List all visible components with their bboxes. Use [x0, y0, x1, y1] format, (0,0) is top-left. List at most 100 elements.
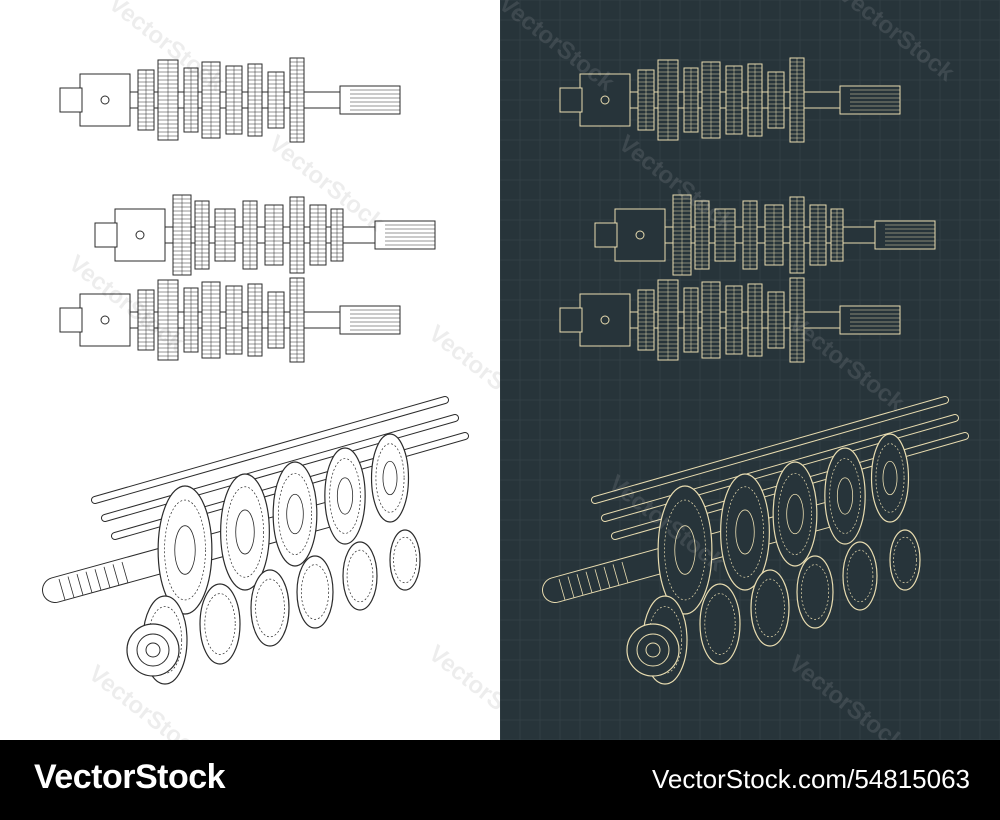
gear: [842, 541, 878, 611]
bearing: [626, 623, 680, 677]
gear: [324, 447, 366, 545]
gear: [183, 67, 199, 133]
hole: [135, 230, 145, 240]
hole: [100, 315, 110, 325]
gear: [330, 208, 344, 262]
gear: [637, 289, 655, 351]
gear: [809, 204, 827, 266]
bearing: [126, 623, 180, 677]
gear: [157, 279, 179, 361]
gear: [701, 281, 721, 359]
gear: [157, 59, 179, 141]
gear: [296, 555, 334, 629]
gear: [714, 208, 736, 262]
dark-drawing: [500, 0, 1000, 740]
spline-end: [374, 220, 436, 250]
gear: [694, 200, 710, 270]
gear: [289, 277, 305, 363]
gear: [267, 291, 285, 349]
gear: [250, 569, 290, 647]
gear: [214, 208, 236, 262]
top-view: [559, 57, 901, 143]
spline-end: [839, 85, 901, 115]
gear: [683, 287, 699, 353]
gear: [672, 194, 692, 276]
gear: [725, 65, 743, 135]
gear: [199, 583, 241, 665]
gear: [789, 57, 805, 143]
gear: [389, 529, 421, 591]
spline-end: [839, 305, 901, 335]
bearing: [614, 208, 666, 262]
gear: [870, 433, 910, 523]
gear: [747, 283, 763, 357]
gear: [725, 285, 743, 355]
gear: [289, 57, 305, 143]
spline-end: [339, 305, 401, 335]
gear: [889, 529, 921, 591]
shaft-end: [559, 307, 583, 333]
gear: [767, 291, 785, 349]
gear: [225, 285, 243, 355]
shaft-end: [594, 222, 618, 248]
gear: [789, 277, 805, 363]
side-view: [59, 194, 436, 363]
gear: [637, 69, 655, 131]
spline-end: [339, 85, 401, 115]
gear: [657, 279, 679, 361]
gear: [720, 473, 770, 591]
spline-end: [874, 220, 936, 250]
gear: [289, 196, 305, 274]
gear: [137, 289, 155, 351]
gear: [172, 194, 192, 276]
gear: [264, 204, 284, 266]
gear: [764, 204, 784, 266]
gear: [267, 71, 285, 129]
gear: [699, 583, 741, 665]
gear: [830, 208, 844, 262]
gear: [789, 196, 805, 274]
bearing: [579, 73, 631, 127]
gear: [137, 69, 155, 131]
gear: [657, 59, 679, 141]
shaft-end: [94, 222, 118, 248]
gear: [796, 555, 834, 629]
gear: [657, 485, 713, 615]
top-view: [59, 57, 401, 143]
hole: [635, 230, 645, 240]
gear: [194, 200, 210, 270]
gear: [247, 283, 263, 357]
light-drawing: [42, 57, 469, 685]
gear: [701, 61, 721, 139]
isometric-view: [42, 396, 469, 685]
gear: [242, 200, 258, 270]
gear: [750, 569, 790, 647]
gear: [342, 541, 378, 611]
light-blueprint-panel: VectorStock VectorStock VectorStock Vect…: [0, 0, 500, 740]
gear: [272, 461, 318, 567]
gear: [157, 485, 213, 615]
gear: [201, 281, 221, 359]
shaft-end: [59, 87, 83, 113]
shaft-end: [59, 307, 83, 333]
gear: [225, 65, 243, 135]
gear: [370, 433, 410, 523]
gear: [683, 67, 699, 133]
gear: [767, 71, 785, 129]
bearing: [79, 73, 131, 127]
bearing: [79, 293, 131, 347]
gear: [201, 61, 221, 139]
brand-logo: VectorStock: [34, 758, 226, 796]
gear: [220, 473, 270, 591]
bearing: [579, 293, 631, 347]
side-view: [559, 194, 936, 363]
image-id-text: VectorStock.com/54815063: [652, 764, 970, 794]
hole: [600, 95, 610, 105]
gear: [772, 461, 818, 567]
footer-bar: VectorStock VectorStock.com/54815063: [0, 740, 1000, 820]
gear: [824, 447, 866, 545]
dark-blueprint-panel: VectorStock VectorStock VectorStock Vect…: [500, 0, 1000, 740]
gear: [747, 63, 763, 137]
gear: [742, 200, 758, 270]
